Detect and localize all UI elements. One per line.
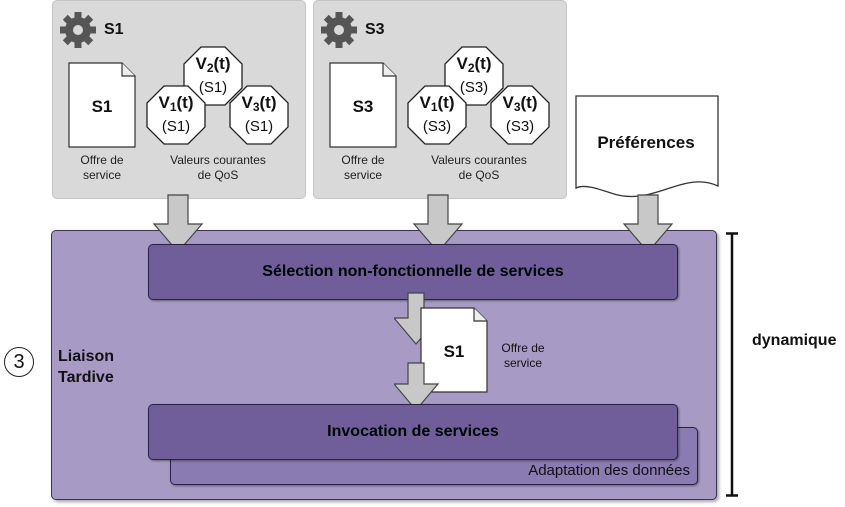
qos-value-v2: V2(t) (S1) — [183, 46, 243, 106]
qos-value-v3: V3(t) (S3) — [490, 85, 550, 145]
qos-value-v1: V1(t) (S1) — [146, 85, 206, 145]
gear-icon — [60, 12, 96, 48]
qos-value-v2: V2(t) (S3) — [444, 46, 504, 106]
provider-title: S3 — [365, 21, 385, 38]
flow-arrow — [394, 362, 440, 411]
flow-arrow — [622, 194, 674, 253]
time-label: dynamique — [752, 332, 837, 349]
adaptation-label: Adaptation des données — [528, 462, 690, 479]
preferences-document-icon — [575, 95, 719, 198]
time-bracket — [726, 232, 738, 497]
service-offer-document-icon — [68, 62, 136, 148]
service-offer-label: S3 — [352, 97, 374, 116]
phase-number-badge: 3 — [4, 347, 34, 377]
selected-offer-label: S1 — [443, 342, 465, 361]
service-offer-document-icon — [329, 62, 397, 148]
gear-icon — [321, 12, 357, 48]
provider-title: S1 — [104, 21, 124, 38]
qos-value-v3: V3(t) (S1) — [229, 85, 289, 145]
service-offer-label: S1 — [91, 97, 113, 116]
invocation-label: Invocation de services — [327, 423, 499, 440]
phase-number: 3 — [13, 351, 25, 373]
flow-arrow — [152, 194, 204, 253]
flow-arrow — [412, 194, 464, 253]
selection-bar: Sélection non-fonctionnelle de services — [148, 244, 678, 300]
selection-label: Sélection non-fonctionnelle de services — [262, 263, 564, 280]
invocation-bar: Invocation de services — [148, 404, 678, 460]
qos-value-v1: V1(t) (S3) — [407, 85, 467, 145]
preferences-label: Préférences — [597, 133, 695, 152]
